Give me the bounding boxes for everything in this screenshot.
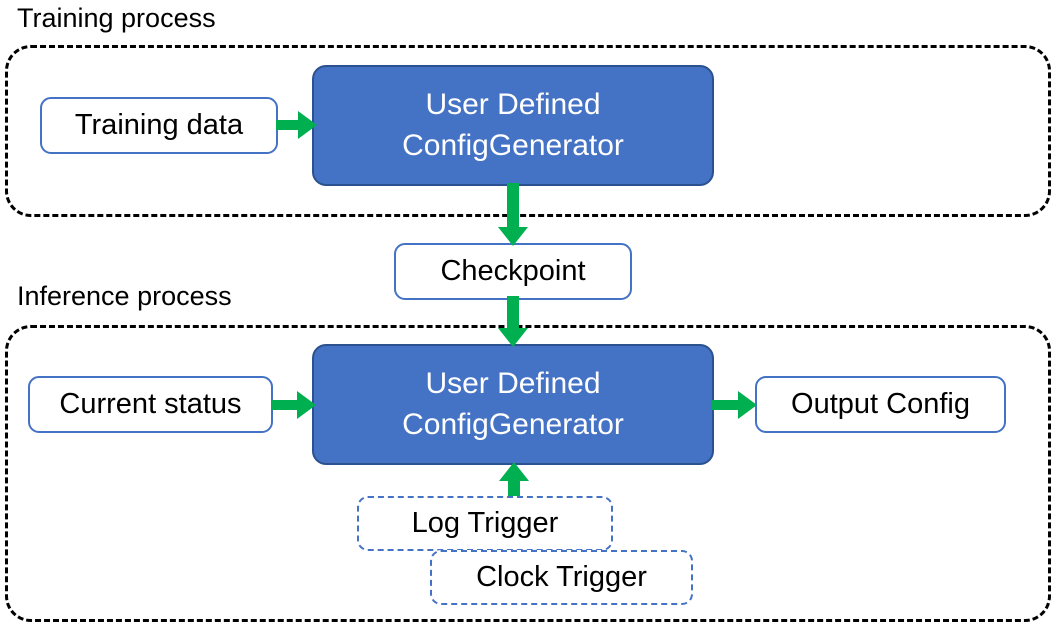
node-checkpoint-label: Checkpoint [440,254,586,287]
node-inference-config-generator-label-line1: User Defined [425,367,601,400]
node-current-status[interactable]: Current status [28,376,273,433]
training-process-container [5,45,1051,217]
node-clock-trigger-label: Clock Trigger [476,561,647,593]
node-training-config-generator[interactable]: User Defined ConfigGenerator [312,65,714,186]
inference-process-container [5,325,1051,622]
arrow-training-data-to-generator-icon [276,111,317,139]
node-current-status-label: Current status [59,387,242,420]
node-training-data-label: Training data [74,108,244,141]
node-clock-trigger[interactable]: Clock Trigger [430,550,693,605]
node-training-config-generator-label-line2: ConfigGenerator [402,128,624,162]
node-training-data[interactable]: Training data [40,97,278,154]
node-log-trigger-label: Log Trigger [411,507,559,539]
node-training-config-generator-label-line1: User Defined [425,88,601,121]
node-inference-config-generator-label-line2: ConfigGenerator [402,407,624,441]
node-output-config-label: Output Config [791,387,970,420]
node-inference-config-generator[interactable]: User Defined ConfigGenerator [312,344,714,465]
node-checkpoint[interactable]: Checkpoint [394,243,632,300]
node-output-config[interactable]: Output Config [755,376,1006,433]
arrow-trigger-to-generator-icon [499,462,529,503]
node-log-trigger[interactable]: Log Trigger [357,496,613,551]
training-process-title: Training process [17,3,216,33]
arrow-checkpoint-to-generator-icon [498,296,528,347]
arrow-generator-to-output-config-icon [712,391,757,419]
arrow-current-status-to-generator-icon [271,391,316,419]
arrow-generator-to-checkpoint-icon [498,183,528,246]
inference-process-title: Inference process [17,281,232,311]
